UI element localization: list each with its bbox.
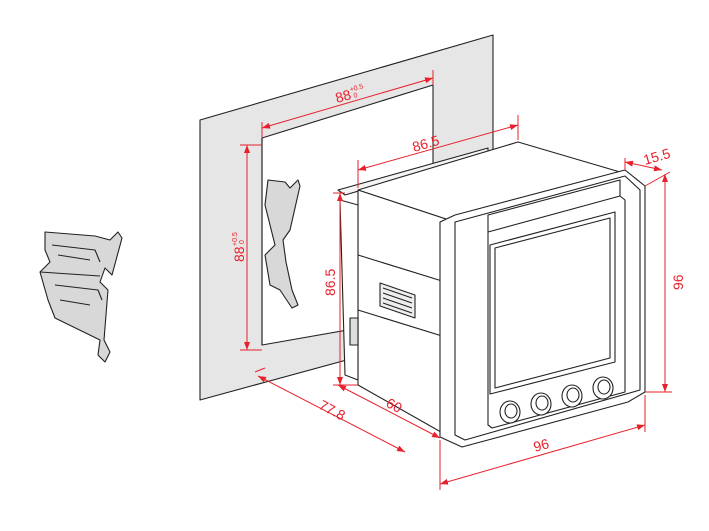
knob-4[interactable] — [592, 376, 614, 400]
label-front-width: 96 — [531, 435, 551, 455]
display-screen — [489, 211, 616, 395]
label-case-width: 86.5 — [410, 132, 441, 155]
knob-1[interactable] — [499, 400, 521, 424]
label-cutout-width: 88 +0.5 0 — [333, 83, 364, 106]
label-front-height: 96 — [670, 274, 686, 290]
label-case-height: 86.5 — [322, 269, 338, 296]
label-case-depth: 60 — [384, 395, 405, 417]
svg-text:+0.5: +0.5 — [349, 83, 364, 94]
dimension-labels: 88 +0.5 0 88 +0.5 0 86.5 86.5 15.5 96 77… — [231, 83, 686, 455]
mounting-clip-installed — [264, 179, 301, 309]
label-cutout-height: 88 +0.5 0 — [231, 232, 247, 262]
meter-front-bezel — [439, 169, 646, 448]
mounting-clip-detached — [39, 231, 123, 363]
label-total-depth: 77.8 — [317, 397, 349, 424]
svg-text:0: 0 — [239, 240, 246, 244]
svg-text:+0.5: +0.5 — [232, 232, 239, 246]
label-bezel-depth: 15.5 — [641, 145, 672, 168]
svg-text:0: 0 — [353, 92, 359, 100]
knob-3[interactable] — [561, 384, 583, 408]
dimension-lines — [240, 70, 672, 490]
front-knobs — [499, 376, 614, 424]
svg-text:88: 88 — [231, 246, 247, 262]
knob-2[interactable] — [530, 392, 552, 416]
svg-text:88: 88 — [333, 86, 353, 106]
